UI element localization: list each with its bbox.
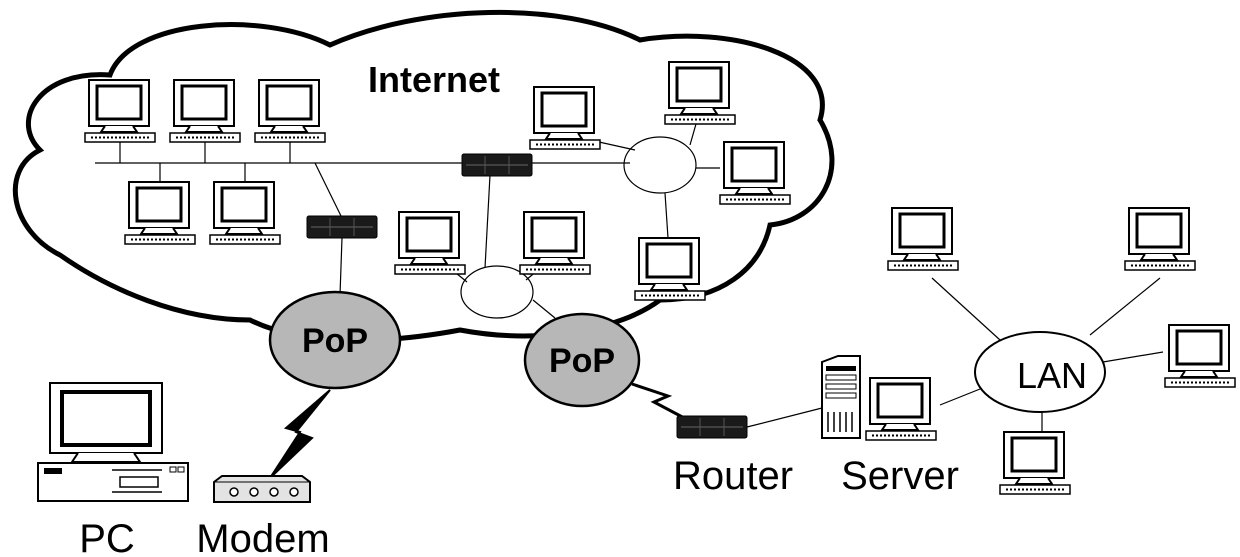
server-monitor-icon xyxy=(864,376,938,442)
desktop-pc-icon xyxy=(37,382,189,502)
internet-workstation-monitor-icon xyxy=(83,78,157,144)
router-label: Router xyxy=(673,454,793,498)
internet-workstation-monitor-icon xyxy=(393,210,467,276)
lan-workstation-monitor-icon xyxy=(1163,323,1237,389)
server-label: Server xyxy=(841,454,959,498)
internet-workstation-monitor-icon xyxy=(123,180,197,246)
server-icon xyxy=(821,355,861,439)
router-icon xyxy=(676,415,748,439)
router-link-lightning-bolt-icon xyxy=(631,382,689,422)
internet-workstation-monitor-icon xyxy=(528,85,602,151)
internet-router-icon xyxy=(461,153,533,177)
internet-workstation-monitor-icon xyxy=(208,180,282,246)
internet-workstation-monitor-icon xyxy=(168,78,242,144)
internet-workstation-monitor-icon xyxy=(518,210,592,276)
internet-workstation-monitor-icon xyxy=(253,78,327,144)
router-server-link xyxy=(746,407,823,428)
modem-icon xyxy=(213,475,311,503)
pop-right-node xyxy=(523,312,641,408)
pop-right-label: PoP xyxy=(549,342,615,380)
internet-workstation-monitor-icon xyxy=(663,60,737,126)
lan-workstation-monitor-icon xyxy=(886,206,960,272)
pop-left-node xyxy=(268,290,402,390)
internet-workstation-monitor-icon xyxy=(633,236,707,302)
pop-left-label: PoP xyxy=(302,322,368,360)
modem-label: Modem xyxy=(196,517,329,557)
pc-label: PC xyxy=(79,517,135,557)
modem-link-lightning-bolt-icon xyxy=(269,389,331,479)
internet-label: Internet xyxy=(368,59,500,100)
lan-label: LAN xyxy=(1017,355,1087,396)
internet-router-icon xyxy=(306,215,378,239)
lan-workstation-monitor-icon xyxy=(998,430,1072,496)
lan-hub-node xyxy=(974,331,1106,413)
lan-workstation-monitor-icon xyxy=(1123,206,1197,272)
internet-workstation-monitor-icon xyxy=(718,140,792,206)
